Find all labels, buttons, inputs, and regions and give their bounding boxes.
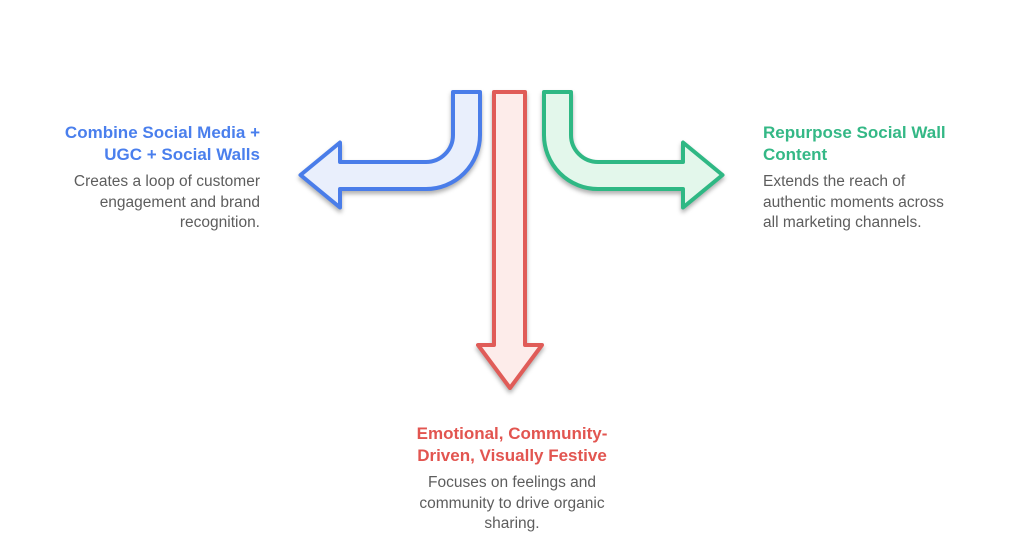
curved-right-arrow-icon bbox=[542, 90, 725, 210]
branch-right-title: Repurpose Social Wall Content bbox=[763, 123, 946, 164]
straight-down-arrow-icon bbox=[476, 90, 544, 390]
branch-right-description: Extends the reach of authentic moments a… bbox=[763, 173, 944, 231]
branch-down-description: Focuses on feelings and community to dri… bbox=[419, 474, 605, 532]
branch-left-description: Creates a loop of customer engagement an… bbox=[73, 173, 260, 231]
curved-left-arrow-icon bbox=[298, 90, 482, 210]
branch-right-text-block: Repurpose Social Wall Content Extends th… bbox=[763, 122, 1003, 234]
branch-left-text-block: Combine Social Media + UGC + Social Wall… bbox=[30, 122, 260, 234]
branch-left-title: Combine Social Media + UGC + Social Wall… bbox=[64, 123, 260, 164]
branch-down-title: Emotional, Community- Driven, Visually F… bbox=[416, 424, 608, 465]
branch-down-text-block: Emotional, Community- Driven, Visually F… bbox=[362, 423, 662, 535]
